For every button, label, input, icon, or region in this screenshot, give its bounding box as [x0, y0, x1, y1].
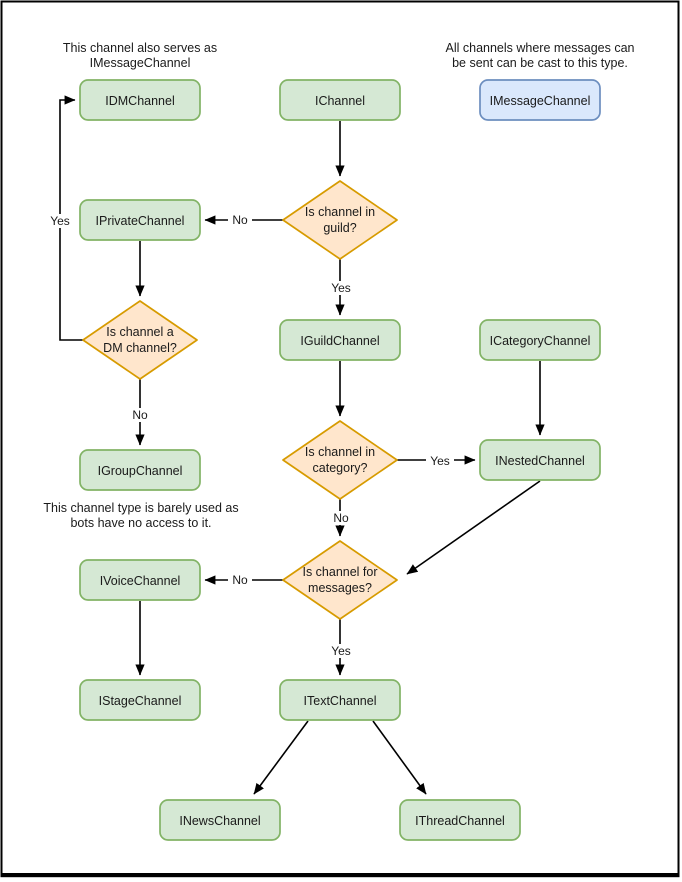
node-label: INewsChannel	[179, 814, 260, 828]
node-label: IThreadChannel	[415, 814, 505, 828]
edge-label-bg	[128, 408, 152, 422]
decision-label-line2: DM channel?	[103, 341, 177, 355]
edge-label-category-yes: Yes	[426, 454, 454, 468]
node-label: ITextChannel	[304, 694, 377, 708]
decision-label-line1: Is channel for	[302, 565, 377, 579]
node-iguildchannel: IGuildChannel	[279, 319, 401, 361]
notes: This channel also serves as IMessageChan…	[43, 41, 634, 530]
edge-label-text: No	[333, 511, 349, 525]
decision-is-channel-in-category: Is channel in category?	[282, 420, 398, 500]
node-shape	[79, 79, 201, 121]
edge-itextchannel-to-ithreadchannel	[372, 720, 427, 795]
node-shape	[79, 559, 201, 601]
node-igroupchannel: IGroupChannel	[79, 449, 201, 491]
node-label: INestedChannel	[495, 454, 585, 468]
decision-is-channel-for-messages: Is channel for messages?	[282, 540, 398, 620]
node-label: IVoiceChannel	[100, 574, 181, 588]
edge-label-text: Yes	[331, 281, 351, 295]
node-idmchannel: IDMChannel	[79, 79, 201, 121]
edge-label-bg	[329, 511, 353, 525]
edge-label-bg	[327, 281, 355, 295]
decision-label-line1: Is channel a	[106, 325, 173, 339]
decision-label-line2: category?	[313, 461, 368, 475]
edge-label-text: No	[132, 408, 148, 422]
decision-label-line2: messages?	[308, 581, 372, 595]
node-shape	[279, 319, 401, 361]
note-line2: bots have no access to it.	[70, 516, 211, 530]
node-shape	[479, 79, 601, 121]
node-shape	[79, 449, 201, 491]
edge-itextchannel-to-inewschannel	[253, 720, 309, 795]
node-iprivatechannel: IPrivateChannel	[79, 199, 201, 241]
node-shape	[79, 679, 201, 721]
edge-label-bg	[46, 214, 74, 228]
edge-label-bg	[426, 454, 454, 468]
node-label: IPrivateChannel	[96, 214, 185, 228]
node-shape	[279, 679, 401, 721]
node-shape	[399, 799, 521, 841]
note-line1: This channel type is barely used as	[43, 501, 238, 515]
edge-label-messages-yes: Yes	[327, 644, 355, 658]
node-shape	[79, 199, 201, 241]
edge-label-messages-no: No	[228, 573, 252, 587]
decision-label-line1: Is channel in	[305, 445, 375, 459]
note-line2: IMessageChannel	[90, 56, 191, 70]
note-line1: This channel also serves as	[63, 41, 217, 55]
edge-label-text: Yes	[331, 644, 351, 658]
edge-label-guild-yes: Yes	[327, 281, 355, 295]
node-label: IGuildChannel	[300, 334, 379, 348]
node-label: IStageChannel	[99, 694, 182, 708]
decision-shape	[282, 180, 398, 260]
node-icategorychannel: ICategoryChannel	[479, 319, 601, 361]
note-line2: be sent can be cast to this type.	[452, 56, 628, 70]
node-imessagechannel: IMessageChannel	[479, 79, 601, 121]
node-inestedchannel: INestedChannel	[479, 439, 601, 481]
node-ithreadchannel: IThreadChannel	[399, 799, 521, 841]
node-ichannel: IChannel	[279, 79, 401, 121]
node-inewschannel: INewsChannel	[159, 799, 281, 841]
node-shape	[479, 319, 601, 361]
edge-label-text: No	[232, 213, 248, 227]
note-imessagechannel-cast: All channels where messages can be sent …	[446, 41, 635, 70]
edge-label-dm-yes: Yes	[46, 214, 74, 228]
node-shape	[159, 799, 281, 841]
edge-label-guild-no: No	[228, 213, 252, 227]
node-label: IChannel	[315, 94, 365, 108]
note-igroupchannel-barely-used: This channel type is barely used as bots…	[43, 501, 238, 530]
edge-labels: No Yes Yes No Yes No No Yes	[46, 213, 454, 658]
node-shape	[279, 79, 401, 121]
node-shape	[479, 439, 601, 481]
edge-label-category-no: No	[329, 511, 353, 525]
decision-shape	[282, 420, 398, 500]
decision-shape	[282, 540, 398, 620]
node-istagechannel: IStageChannel	[79, 679, 201, 721]
edge-label-dm-no: No	[128, 408, 152, 422]
edge-inestedchannel-to-messages-decision	[406, 480, 541, 575]
edge-label-bg	[228, 213, 252, 227]
decision-label-line1: Is channel in	[305, 205, 375, 219]
node-ivoicechannel: IVoiceChannel	[79, 559, 201, 601]
edge-label-text: No	[232, 573, 248, 587]
decision-is-channel-in-guild: Is channel in guild?	[282, 180, 398, 260]
note-line1: All channels where messages can	[446, 41, 635, 55]
node-label: ICategoryChannel	[490, 334, 591, 348]
decision-label-line2: guild?	[323, 221, 356, 235]
edge-label-bg	[228, 573, 252, 587]
decision-is-channel-a-dm: Is channel a DM channel?	[82, 300, 198, 380]
note-idmchannel-serves-imessagechannel: This channel also serves as IMessageChan…	[63, 41, 217, 70]
edge-label-bg	[327, 644, 355, 658]
decisions: Is channel in guild? Is channel a DM cha…	[82, 180, 398, 620]
decision-shape	[82, 300, 198, 380]
page-border-bottom	[0, 873, 680, 878]
node-label: IDMChannel	[105, 94, 174, 108]
node-itextchannel: ITextChannel	[279, 679, 401, 721]
edge-label-text: Yes	[50, 214, 70, 228]
node-label: IMessageChannel	[490, 94, 591, 108]
node-label: IGroupChannel	[98, 464, 183, 478]
nodes: IDMChannel IChannel IMessageChannel IPri…	[79, 79, 601, 841]
edge-label-text: Yes	[430, 454, 450, 468]
